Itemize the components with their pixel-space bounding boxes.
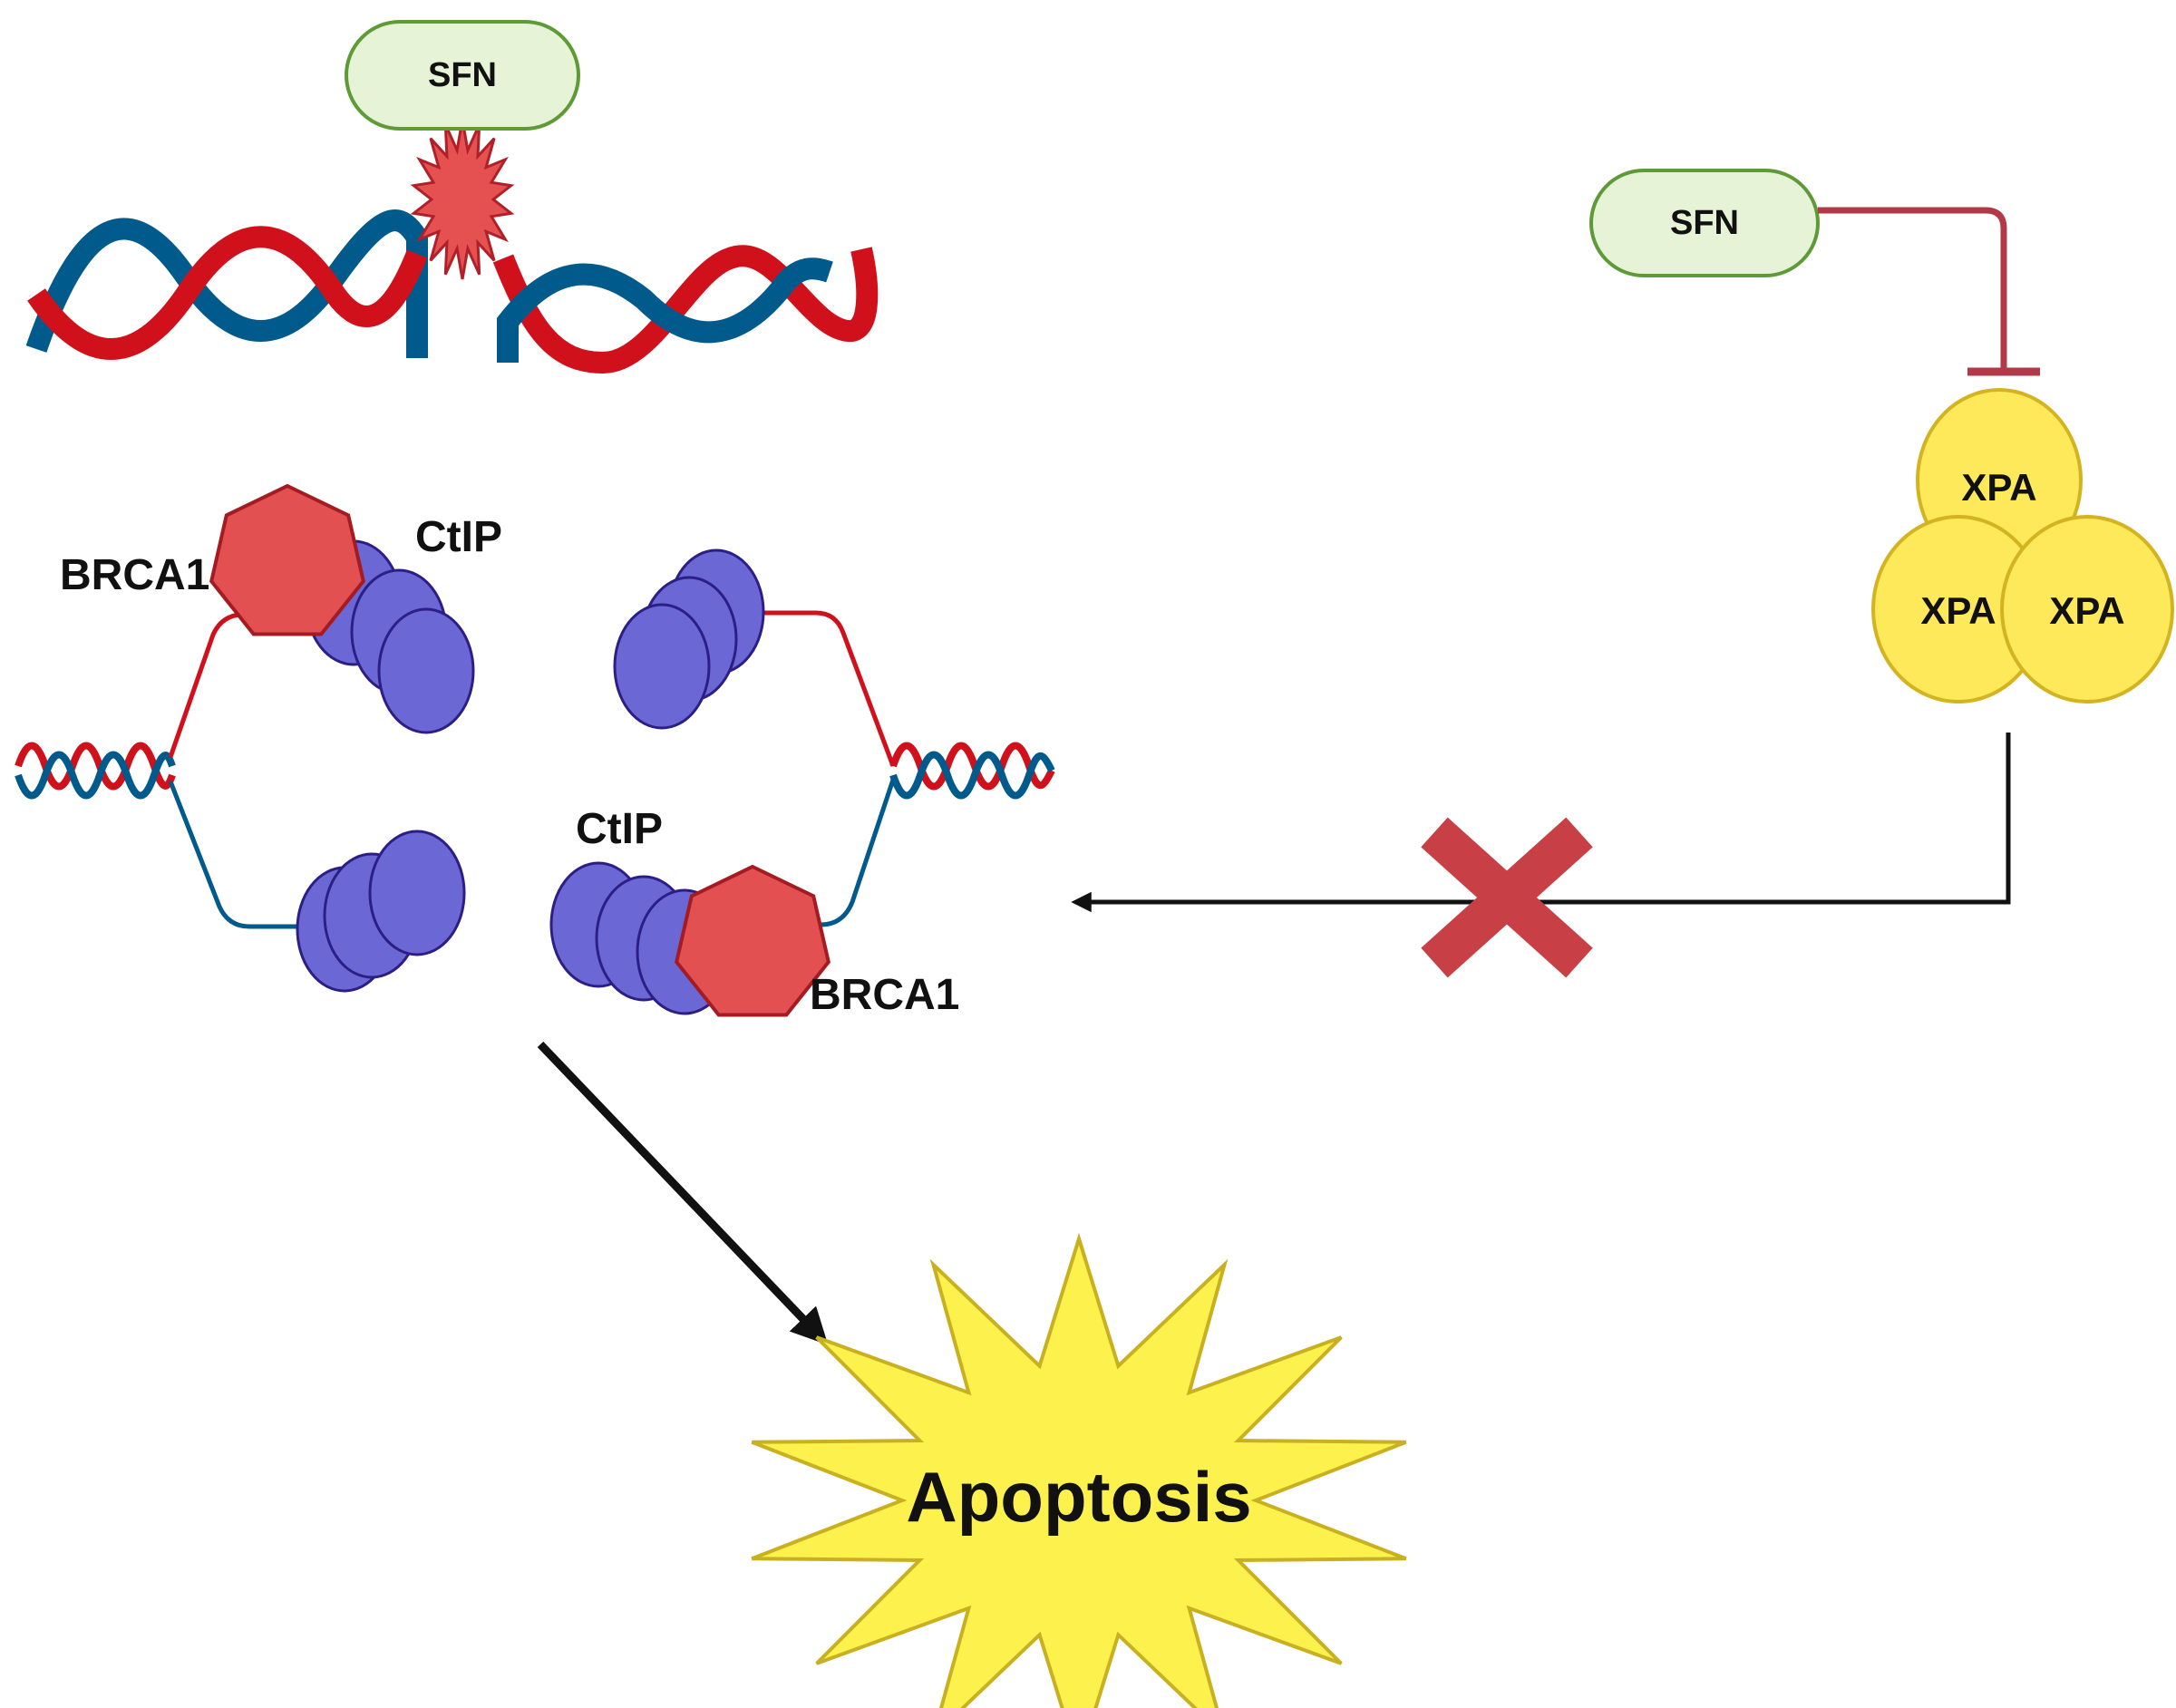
left-red-ssdna (168, 612, 249, 758)
dna-left-red-strand (27, 226, 428, 360)
ctip-bottom-label: CtIP (576, 805, 663, 853)
dna-break-group (25, 119, 879, 374)
brca1-bottom-label: BRCA1 (810, 971, 959, 1019)
blocked-xpa-arrow (1071, 733, 2011, 913)
dna-left-blue-strand (25, 209, 428, 358)
dna-right-red-strand (492, 245, 879, 374)
right-helix-blue (889, 751, 1055, 800)
sfn-right-label: SFN (1670, 204, 1739, 242)
sfn-xpa-group: SFN XPA XPA XPA (1071, 169, 2174, 978)
sfn-top-pill: SFN (345, 20, 580, 131)
brca1-top-shape (209, 483, 365, 636)
ctip-cluster-bottom-left (296, 830, 466, 993)
apoptosis-burst-shape (751, 1232, 1407, 1708)
dna-right-blue-strand (497, 257, 833, 363)
brca1-top-label: BRCA1 (60, 551, 209, 599)
xpa-right-label: XPA (2049, 589, 2124, 632)
left-blue-ssdna (168, 781, 299, 929)
ctip-subunit (368, 830, 466, 956)
left-helix-blue (15, 751, 176, 800)
blocked-x-icon (1421, 817, 1593, 978)
sfn-top-label: SFN (428, 56, 497, 94)
xpa-left-label: XPA (1920, 589, 1996, 632)
xpa-right-shape (2000, 515, 2174, 704)
apoptosis-arrow (537, 1041, 829, 1345)
sfn-right-pill-shape (1589, 169, 1820, 277)
ctip-cluster-top-right (613, 548, 765, 730)
apoptosis-burst: Apoptosis (751, 1232, 1407, 1708)
sfn-top-pill-shape (345, 20, 580, 131)
xpa-top-label: XPA (1961, 466, 2036, 509)
right-blue-ssdna (807, 779, 896, 927)
right-red-ssdna (753, 610, 896, 767)
inhibition-line (1818, 207, 2007, 370)
brca1-bottom-shape (675, 864, 831, 1017)
apoptosis-label: Apoptosis (906, 1457, 1251, 1537)
ctip-top-label: CtIP (415, 513, 502, 561)
dna-resection-group: BRCA1 CtIP CtIP BRCA1 (15, 483, 1055, 1019)
xpa-complex: XPA XPA XPA (1871, 388, 2174, 704)
ctip-subunit (613, 603, 711, 730)
dna-damage-burst-icon (410, 119, 515, 280)
ctip-subunit (377, 607, 475, 734)
